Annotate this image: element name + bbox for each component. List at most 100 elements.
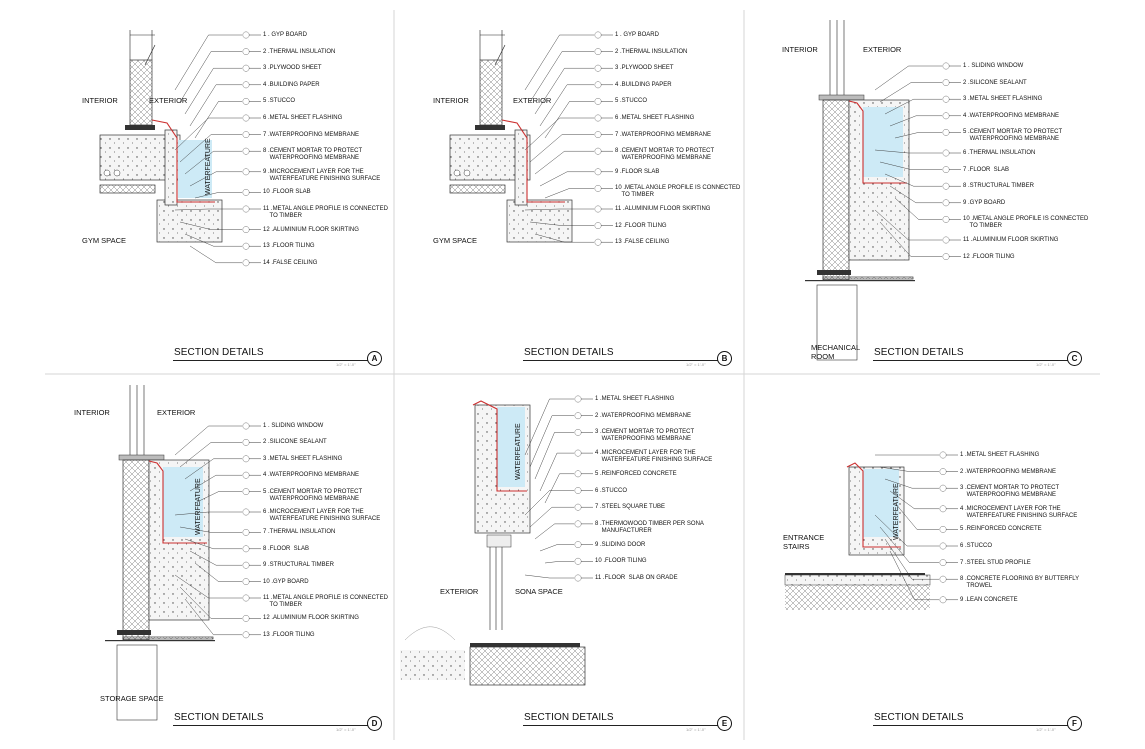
waterfeature-label: WATERFEATURE <box>893 483 900 540</box>
scale-note: 1/2" = 1'-0" <box>1036 362 1056 367</box>
section-drawing <box>805 20 961 361</box>
space-label: INTERIOR <box>74 408 110 417</box>
section-letter-badge: C <box>1067 351 1082 366</box>
legend-item: 13 .FALSE CEILING <box>615 239 670 246</box>
legend-item: 12 .ALUMINIUM FLOOR SKIRTING <box>263 615 359 622</box>
title-underline <box>873 725 1070 726</box>
legend-item: 2 .THERMAL INSULATION <box>263 48 336 55</box>
waterfeature-label: WATERFEATURE <box>515 423 522 480</box>
legend-item: 5 .STUCCO <box>263 98 296 105</box>
section-letter-badge: D <box>367 716 382 731</box>
scale-note: 1/2" = 1'-0" <box>686 362 706 367</box>
legend-item: 6 .THERMAL INSULATION <box>963 150 1036 156</box>
legend-item: 3 .PLYWOOD SHEET <box>615 65 674 72</box>
legend-item: 4 .BUILDING PAPER <box>615 81 672 88</box>
space-label: EXTERIOR <box>157 408 196 417</box>
title-underline <box>523 360 720 361</box>
legend-item: 4 .MICROCEMENT LAYER FOR THE WATERFEATUR… <box>960 505 1078 519</box>
legend-item: 7 .WATERPROOFING MEMBRANE <box>263 131 360 138</box>
space-label: MECHANICAL ROOM <box>811 343 861 361</box>
section-detail-panel-a: WATERFEATURE INTERIOR EXTERIOR GYM SPACE 1 .… <box>45 10 395 380</box>
scale-note: 1/2" = 1'-0" <box>1036 727 1056 732</box>
legend-item: 5 .REINFORCED CONCRETE <box>960 526 1042 533</box>
space-label: INTERIOR <box>82 96 118 105</box>
legend-item: 11 .METAL ANGLE PROFILE IS CONNECTED TO … <box>263 595 388 608</box>
legend-item: 5 .STUCCO <box>615 98 648 105</box>
legend-item: 10 .FLOOR TILING <box>595 558 647 565</box>
legend-item: 3 .PLYWOOD SHEET <box>263 65 322 72</box>
legend-item: 1 . SLIDING WINDOW <box>963 63 1024 69</box>
legend-item: 8 .CEMENT MORTAR TO PROTECT WATERPROOFIN… <box>615 148 715 162</box>
space-label: EXTERIOR <box>513 96 552 105</box>
legend-item: 13 .FLOOR TILING <box>263 631 315 638</box>
legend-item: 1 . GYP BOARD <box>263 32 307 38</box>
section-title: SECTION DETAILS <box>874 712 964 723</box>
legend-item: 1 . SLIDING WINDOW <box>263 423 324 429</box>
legend-item: 2 .SILICONE SEALANT <box>963 79 1027 86</box>
space-label: SONA SPACE <box>515 587 563 596</box>
legend-item: 10 .METAL ANGLE PROFILE IS CONNECTED TO … <box>615 185 741 199</box>
legend-item: 3 .METAL SHEET FLASHING <box>963 96 1043 103</box>
legend-item: 10 .GYP BOARD <box>263 578 309 585</box>
space-label: EXTERIOR <box>149 96 188 105</box>
section-detail-panel-d: WATERFEATURE INTERIOR EXTERIOR STORAGE SPAC… <box>45 375 395 745</box>
legend-item: 12 .FLOOR TILING <box>615 222 667 229</box>
legend-item: 8 .CONCRETE FLOORING BY BUTTERFLY TROWEL <box>960 576 1080 590</box>
scale-note: 1/2" = 1'-0" <box>336 362 356 367</box>
legend-item: 5 .CEMENT MORTAR TO PROTECT WATERPROOFIN… <box>263 488 363 502</box>
legend-item: 6 .STUCCO <box>960 543 993 549</box>
legend-item: 7 .STEEL SQUARE TUBE <box>595 504 666 511</box>
legend-item: 7 .THERMAL INSULATION <box>263 529 336 536</box>
legend-item: 1 . GYP BOARD <box>615 32 659 38</box>
title-underline <box>173 360 370 361</box>
legend-item: 2 .WATERPROOFING MEMBRANE <box>960 468 1057 475</box>
legend-item: 6 .MICROCEMENT LAYER FOR THE WATERFEATUR… <box>263 509 381 522</box>
space-label: INTERIOR <box>782 45 818 54</box>
legend-item: 12 .ALUMINIUM FLOOR SKIRTING <box>263 226 359 233</box>
legend-item: 11 .ALUMINIUM FLOOR SKIRTING <box>963 237 1059 243</box>
legend-item: 2 .THERMAL INSULATION <box>615 48 688 55</box>
section-letter-badge: B <box>717 351 732 366</box>
legend-item: 14 .FALSE CEILING <box>263 259 318 266</box>
section-title: SECTION DETAILS <box>174 712 264 723</box>
legend-item: 7 .FLOOR SLAB <box>963 166 1010 173</box>
section-drawing <box>99 30 261 267</box>
title-underline <box>523 725 720 726</box>
legend-item: 2 .SILICONE SEALANT <box>263 439 327 446</box>
legend-item: 9 .FLOOR SLAB <box>615 168 660 175</box>
legend-item: 5 .REINFORCED CONCRETE <box>595 470 677 477</box>
legend-item: 8 .THERMOWOOD TIMBER PER SONA MANUFACTUR… <box>595 520 704 534</box>
legend-item: 4 .WATERPROOFING MEMBRANE <box>963 112 1060 119</box>
legend-item: 3 .CEMENT MORTAR TO PROTECT WATERPROOFIN… <box>960 485 1060 499</box>
legend-item: 9 .STRUCTURAL TIMBER <box>263 562 335 569</box>
legend-item: 10 .FLOOR SLAB <box>263 189 311 196</box>
waterfeature-label: WATERFEATURE <box>205 138 212 195</box>
space-label: GYM SPACE <box>82 236 127 245</box>
legend-item: 9 .MICROCEMENT LAYER FOR THE WATERFEATUR… <box>263 168 381 182</box>
legend-item: 12 .FLOOR TILING <box>963 253 1015 260</box>
space-label: GYM SPACE <box>433 236 478 245</box>
scale-note: 1/2" = 1'-0" <box>336 727 356 732</box>
section-title: SECTION DETAILS <box>524 347 614 358</box>
section-letter-badge: F <box>1067 716 1082 731</box>
section-drawing <box>449 30 613 246</box>
scale-note: 1/2" = 1'-0" <box>686 727 706 732</box>
legend-item: 13 .FLOOR TILING <box>263 243 315 250</box>
legend-item: 4 .WATERPROOFING MEMBRANE <box>263 472 360 479</box>
space-label: STORAGE SPACE <box>100 694 164 703</box>
title-underline <box>873 360 1070 361</box>
section-drawing <box>784 451 958 610</box>
waterfeature-label: WATERFEATURE <box>195 478 202 535</box>
legend-item: 9 .LEAN CONCRETE <box>960 596 1018 603</box>
section-letter-badge: A <box>367 351 382 366</box>
legend-item: 6 .METAL SHEET FLASHING <box>263 115 343 121</box>
legend-item: 3 .METAL SHEET FLASHING <box>263 455 343 462</box>
legend-item: 11 .METAL ANGLE PROFILE IS CONNECTED TO … <box>263 206 388 219</box>
legend-item: 2 .WATERPROOFING MEMBRANE <box>595 412 692 419</box>
legend-item: 10 .METAL ANGLE PROFILE IS CONNECTED TO … <box>963 216 1089 230</box>
